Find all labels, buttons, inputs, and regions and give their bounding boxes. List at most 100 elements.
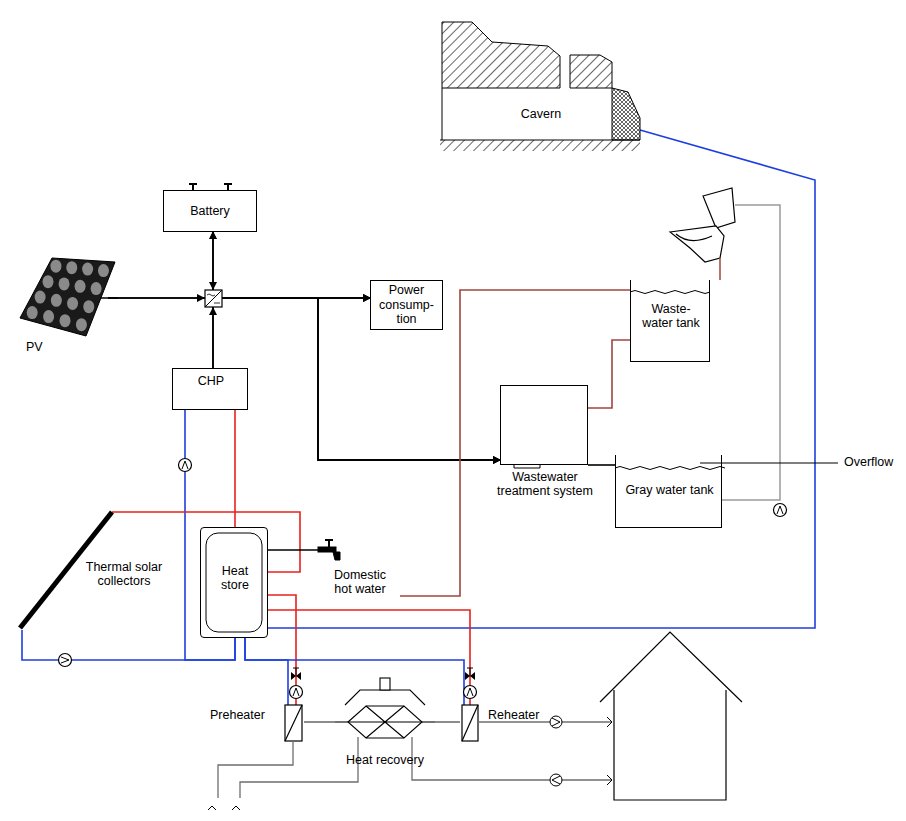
wastewater-tank: Waste- water tank [630, 280, 710, 362]
mixing-valves [465, 668, 475, 680]
toilet [670, 226, 724, 262]
pv-panel [66, 261, 77, 274]
pv-panel [43, 310, 54, 323]
water-tap [318, 547, 336, 552]
pipe-connector [588, 464, 615, 466]
heat-store-inner [206, 533, 262, 632]
pv-panel [59, 277, 70, 290]
node-label: Power consump- tion [376, 283, 438, 326]
heat-recovery-unit [335, 678, 435, 738]
heat-recovery-unit [345, 690, 425, 705]
pipe-connector [185, 410, 235, 660]
pv-panel [82, 263, 93, 276]
cavern-rock [442, 22, 560, 88]
pipe-connector [213, 298, 370, 368]
pv-panel [98, 264, 109, 277]
node-label: Thermal solar collectors [80, 560, 168, 589]
inverter [205, 290, 222, 307]
heat-recovery-unit: Heat recovery [335, 680, 435, 770]
node-label: Gray water tank [616, 483, 723, 497]
cavern-rock [440, 140, 640, 141]
pipe-connector [268, 610, 470, 705]
pv-panel [20, 258, 115, 336]
node-label: Battery [190, 204, 230, 218]
inverter [205, 290, 222, 307]
pv-panel [60, 314, 71, 327]
air-vents [208, 806, 240, 810]
cavern-rock [442, 88, 443, 140]
pv-panel [100, 297, 118, 299]
chp-box: CHP [172, 368, 248, 410]
water-levels [615, 467, 725, 470]
circulation-pumps [464, 686, 477, 699]
circulation-pumps [59, 459, 787, 699]
pv-module: PV [18, 256, 108, 356]
pipe-connector [213, 298, 500, 460]
reheater-coil: Reheater [460, 705, 555, 741]
pv-panel [75, 280, 86, 293]
pipe-connector [245, 638, 464, 705]
toilet [703, 188, 735, 228]
battery-terminals [224, 183, 232, 185]
cavern-space: Cavern [442, 88, 640, 140]
pipe-connector [213, 232, 500, 460]
node-label: Waste- water tank [638, 302, 704, 331]
pipe-connector [245, 638, 288, 705]
circulation-pumps [774, 504, 787, 517]
pipe-connector [22, 630, 235, 660]
pv-panel [50, 260, 61, 273]
cavern-rock [440, 22, 640, 151]
air-ducts [218, 722, 612, 798]
heat-store: Heat store [200, 527, 268, 638]
air-ducts [218, 741, 293, 798]
fans [550, 774, 562, 786]
house [600, 632, 742, 702]
mixing-valves [291, 668, 301, 680]
pipe-connector [588, 340, 630, 408]
treatment-box: Wastewater treatment system [500, 385, 588, 465]
heat-recovery-unit [348, 706, 422, 738]
toilet-pipes [719, 258, 721, 280]
fans [552, 776, 560, 784]
toilet [670, 188, 735, 262]
solar-collector: Thermal solar collectors [18, 512, 168, 630]
pv-panel [35, 291, 46, 304]
air-vents [607, 717, 612, 785]
graywater-tank: Gray water tank [615, 455, 722, 528]
heat-store-inner [206, 533, 262, 632]
pv-panel [20, 258, 118, 336]
overflow-pipe [700, 462, 838, 463]
preheater-coil: Preheater [208, 705, 304, 741]
node-label: Heat store [213, 564, 257, 593]
toilet-pipes [722, 205, 780, 500]
inverter [214, 303, 220, 304]
hot-water-tap: Domestic hot water [325, 540, 400, 602]
house [600, 632, 742, 800]
heat-exchanger-boxes [462, 705, 478, 741]
heat-recovery-unit [422, 721, 435, 722]
pipe-connector [435, 721, 460, 723]
circulation-pumps [290, 686, 303, 699]
water-tap [325, 539, 333, 541]
circulation-pumps [59, 654, 72, 667]
pv-panel [43, 275, 54, 288]
pipe-label: Overflow [842, 455, 895, 469]
pipe-connector [268, 130, 815, 628]
pipe-connector [213, 232, 370, 298]
fans [550, 716, 562, 786]
pipe-connector [400, 290, 630, 596]
node-label: Cavern [521, 107, 561, 121]
pv-panel [27, 306, 38, 319]
water-tap [333, 552, 340, 560]
heat-exchanger-boxes [285, 705, 302, 741]
node-label: CHP [173, 374, 249, 388]
heat-recovery-unit [380, 678, 390, 690]
inverter [197, 282, 222, 315]
node-label: Heat recovery [340, 753, 430, 767]
pv-panel [83, 300, 94, 313]
consumer-box: Power consump- tion [370, 280, 443, 330]
pv-panel [51, 294, 62, 307]
node-label: Domestic hot water [327, 568, 393, 597]
